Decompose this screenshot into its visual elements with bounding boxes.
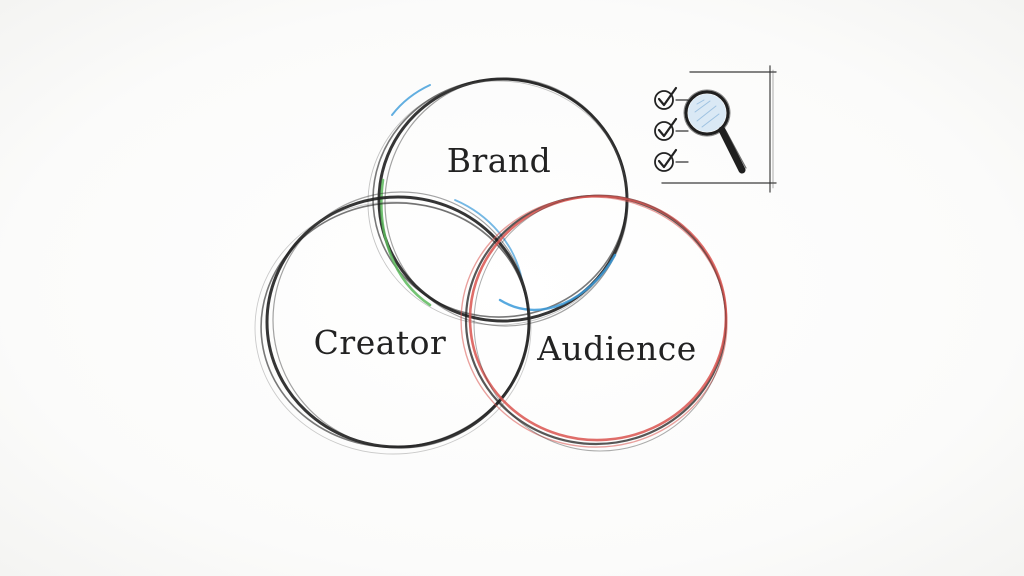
brand-circle: [367, 77, 629, 327]
check-item-3: [654, 148, 689, 172]
audience-label: Audience: [536, 329, 697, 368]
check-item-1: [654, 86, 689, 110]
brand-label: Brand: [447, 141, 552, 180]
creator-circle: [254, 191, 532, 455]
check-item-2: [654, 117, 689, 141]
checklist-magnifier-icon: [654, 65, 777, 193]
creator-label: Creator: [314, 323, 447, 362]
audience-circle: [460, 194, 728, 452]
magnifier-icon: [683, 89, 747, 174]
